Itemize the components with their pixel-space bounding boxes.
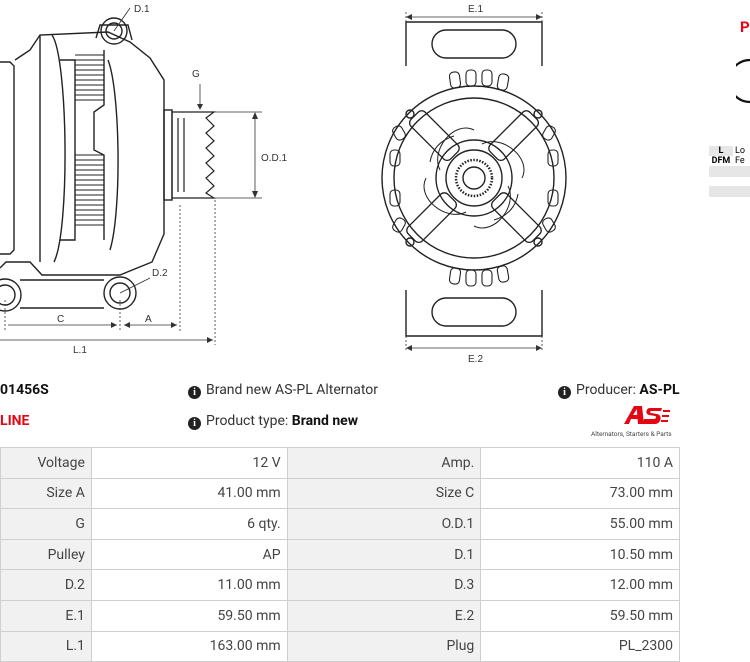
spec-label: Voltage (0, 447, 92, 479)
as-pl-logo-icon (624, 406, 670, 424)
spec-label: Pulley (0, 538, 92, 571)
spec-value: 163.00 mm (90, 630, 288, 662)
spec-label: E.2 (286, 599, 482, 632)
info-icon: i (188, 417, 201, 430)
spec-value: 11.00 mm (90, 569, 288, 601)
side-header-l: L (709, 146, 733, 156)
producer-value: AS-PL (639, 382, 680, 398)
label-e1: E.1 (468, 4, 483, 15)
spec-label: Size A (0, 477, 92, 510)
spec-value: 6 qty. (90, 508, 288, 540)
spec-label: D.1 (286, 538, 482, 571)
spec-value: 12 V (90, 447, 288, 479)
spec-value: 41.00 mm (90, 477, 288, 510)
info-icon: i (188, 386, 201, 399)
spec-value: PL_2300 (480, 630, 680, 662)
spec-value: 59.50 mm (480, 599, 680, 632)
spec-value: 12.00 mm (480, 569, 680, 601)
side-row-frag: Fe (732, 156, 750, 166)
label-d1: D.1 (134, 4, 150, 15)
label-od1: O.D.1 (261, 153, 288, 164)
front-view-drawing: E.1 E.2 (381, 4, 567, 365)
spec-label: L.1 (0, 630, 92, 662)
spec-label: O.D.1 (286, 508, 482, 540)
producer-info: i Producer: AS-PL (558, 382, 680, 399)
label-a: A (145, 314, 152, 325)
logo-tagline: Alternators, Starters & Parts (591, 430, 672, 438)
spec-value: 55.00 mm (480, 508, 680, 540)
brand-text: Brand new AS-PL Alternator (206, 382, 379, 398)
producer-label: Producer: (576, 382, 636, 398)
side-panel-table: L Lo DFM Fe (709, 146, 750, 197)
product-code: 01456S (0, 382, 49, 398)
label-g: G (192, 69, 200, 80)
spec-value: AP (90, 538, 288, 571)
plug-diagram-icon (736, 58, 750, 104)
side-view-drawing: D.1 G O.D.1 D.2 C A L.1 (0, 4, 288, 356)
product-type-info: i Product type: Brand new (188, 413, 358, 430)
side-header-frag: Lo (732, 146, 750, 156)
product-type-value: Brand new (291, 413, 359, 429)
spec-label: D.3 (286, 569, 482, 601)
spec-label: Plug (286, 630, 482, 662)
side-row-dfm: DFM (709, 156, 733, 166)
side-panel-title: P (740, 18, 750, 36)
spec-label: D.2 (0, 569, 92, 601)
label-l1: L.1 (73, 345, 87, 356)
brand-info: i Brand new AS-PL Alternator (188, 382, 378, 399)
info-icon: i (558, 386, 571, 399)
spec-value: 110 A (480, 447, 680, 479)
spec-label: G (0, 508, 92, 540)
spec-label: Amp. (286, 447, 482, 479)
spec-value: 10.50 mm (480, 538, 680, 571)
spec-label: E.1 (0, 599, 92, 632)
label-c: C (57, 314, 64, 325)
product-line: LINE (0, 413, 30, 429)
label-d2: D.2 (152, 268, 168, 279)
label-e2: E.2 (468, 354, 483, 365)
spec-value: 59.50 mm (90, 599, 288, 632)
product-type-label: Product type: (206, 413, 289, 429)
spec-label: Size C (286, 477, 482, 510)
spec-value: 73.00 mm (480, 477, 680, 510)
